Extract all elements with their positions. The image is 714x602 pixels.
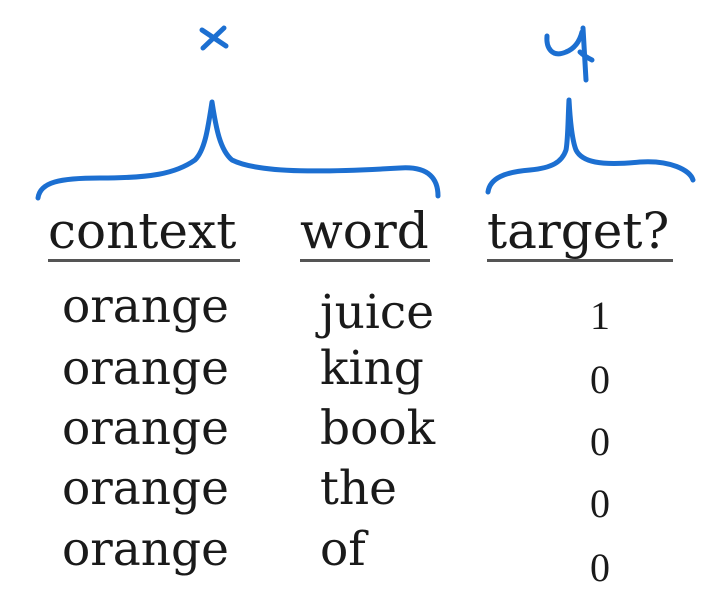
- hand-x-stroke-2: [200, 25, 227, 51]
- table-row-5-target: 0: [590, 545, 610, 590]
- table-row-3-target: 0: [590, 419, 610, 464]
- header-underline-word: [300, 259, 430, 262]
- brace-y: [485, 97, 696, 195]
- header-context: context: [48, 202, 237, 260]
- table-row-1-word: juice: [320, 285, 435, 340]
- header-underline-context: [48, 259, 240, 262]
- table-row-1-target: 1: [590, 293, 610, 338]
- header-target: target?: [487, 202, 670, 260]
- table-row-1-context: orange: [62, 279, 229, 334]
- table-row-4-target: 0: [590, 481, 610, 526]
- table-row-4-context: orange: [62, 461, 229, 516]
- header-underline-target: [487, 259, 673, 262]
- table-row-2-word: king: [320, 341, 424, 396]
- table-row-5-context: orange: [62, 522, 229, 577]
- header-word: word: [300, 202, 429, 260]
- table-row-2-target: 0: [590, 357, 610, 402]
- hand-y-stroke-1: [544, 29, 585, 57]
- table-row-4-word: the: [320, 461, 397, 516]
- hand-y-stroke-3: [577, 49, 595, 63]
- table-row-3-context: orange: [62, 401, 229, 456]
- table-row-3-word: book: [320, 401, 436, 456]
- table-row-5-word: of: [320, 522, 366, 577]
- brace-x: [35, 99, 441, 201]
- table-row-2-context: orange: [62, 341, 229, 396]
